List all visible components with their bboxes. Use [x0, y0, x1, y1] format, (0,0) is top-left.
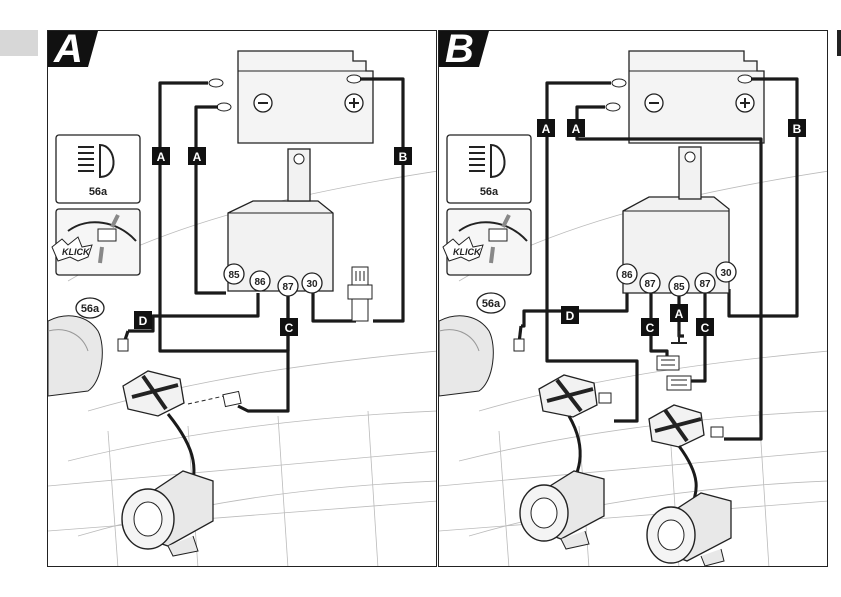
wire-label-a: A: [152, 147, 170, 165]
page-tab: [0, 30, 38, 56]
svg-text:56a: 56a: [89, 186, 108, 198]
wire-label-a: A: [567, 119, 585, 137]
fog-lamp: [647, 493, 731, 566]
relay: [623, 147, 729, 293]
svg-text:A: A: [572, 122, 581, 136]
svg-text:C: C: [646, 321, 655, 335]
svg-text:30: 30: [720, 268, 732, 279]
relay-pin-87: 87: [640, 273, 660, 293]
relay-pin-86: 86: [250, 271, 270, 291]
page-tab-edge: [837, 30, 841, 56]
fog-lamp: [122, 471, 213, 556]
svg-text:87: 87: [644, 279, 656, 290]
wire-label-d: D: [134, 311, 152, 329]
relay-pin-87: 87: [278, 276, 298, 296]
relay-pin-30: 30: [716, 262, 736, 282]
relay-pin-86: 86: [617, 264, 637, 284]
harness-connector: [667, 376, 691, 390]
headlight-symbol-card: 56a: [447, 135, 531, 203]
svg-text:87: 87: [699, 279, 711, 290]
svg-text:C: C: [285, 321, 294, 335]
relay-pin-87: 87: [695, 273, 715, 293]
svg-text:85: 85: [673, 282, 685, 293]
svg-text:85: 85: [228, 270, 240, 281]
headlight-symbol-card: 56a: [56, 135, 140, 203]
ground-symbol: [671, 331, 687, 343]
svg-text:87: 87: [282, 282, 294, 293]
fuse-holder: [348, 267, 372, 321]
wire-label-a: A: [670, 304, 688, 322]
relay-pin-30: 30: [302, 273, 322, 293]
splitter-block: [123, 371, 184, 416]
diagram-panel-a: A 85 86 87 30 A A B C: [47, 30, 437, 567]
svg-text:A: A: [193, 150, 202, 164]
wire-label-d: D: [561, 306, 579, 324]
wire-label-b: B: [788, 119, 806, 137]
connector-klick-inset: KLICK: [52, 209, 140, 275]
battery-plus-terminal: [347, 75, 361, 83]
battery-plus-terminal: [738, 75, 752, 83]
svg-text:56a: 56a: [81, 303, 100, 315]
svg-text:B: B: [445, 31, 474, 71]
svg-text:C: C: [701, 321, 710, 335]
svg-text:A: A: [53, 31, 83, 71]
svg-text:A: A: [157, 150, 166, 164]
wire-label-c: C: [641, 318, 659, 336]
harness-connector: [188, 391, 241, 406]
svg-text:B: B: [399, 150, 408, 164]
vehicle-headlight: 56a: [48, 298, 128, 396]
relay-pin-85: 85: [669, 276, 689, 296]
svg-text:86: 86: [621, 270, 633, 281]
battery: [606, 51, 764, 143]
panel-id-badge: B: [439, 31, 489, 71]
wire-label-a: A: [188, 147, 206, 165]
svg-text:D: D: [566, 309, 575, 323]
wire-label-b: B: [394, 147, 412, 165]
vehicle-headlight: 56a: [439, 293, 524, 396]
fog-lamp: [520, 471, 604, 549]
svg-text:KLICK: KLICK: [453, 247, 482, 257]
relay-pin-85: 85: [224, 264, 244, 284]
diagram-panel-b: B 86 87 85 87 30: [438, 30, 828, 567]
svg-text:KLICK: KLICK: [62, 247, 91, 257]
svg-text:D: D: [139, 314, 148, 328]
panel-id-badge: A: [48, 31, 98, 71]
svg-text:56a: 56a: [480, 186, 499, 198]
harness-connector: [657, 356, 679, 370]
svg-text:B: B: [793, 122, 802, 136]
wire-label-c: C: [280, 318, 298, 336]
svg-text:30: 30: [306, 279, 318, 290]
battery: [209, 51, 373, 143]
svg-text:A: A: [675, 307, 684, 321]
svg-text:56a: 56a: [482, 298, 501, 310]
relay: [228, 149, 333, 291]
connector-klick-inset: KLICK: [443, 209, 531, 275]
splitter-block: [649, 405, 723, 447]
wire-label-c: C: [696, 318, 714, 336]
svg-text:A: A: [542, 122, 551, 136]
wire-label-a: A: [537, 119, 555, 137]
svg-text:86: 86: [254, 277, 266, 288]
splitter-block: [539, 375, 611, 417]
